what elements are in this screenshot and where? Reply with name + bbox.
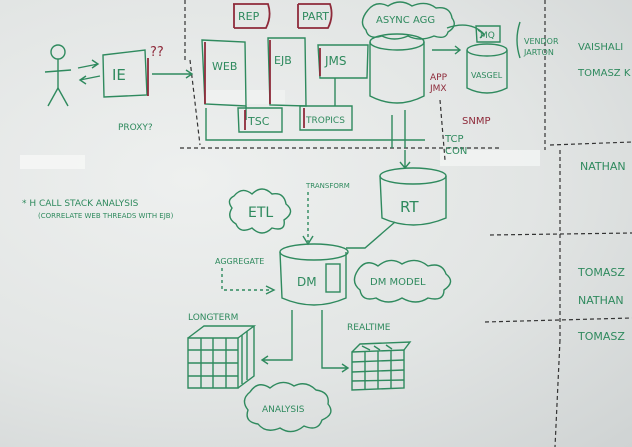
async-agg-label: ASYNC AGG bbox=[376, 15, 435, 26]
dm-model-label: DM MODEL bbox=[370, 277, 426, 288]
note-line-1: * H CALL STACK ANALYSIS bbox=[22, 199, 139, 209]
name-tomasz-2: TOMASZ bbox=[577, 330, 625, 343]
ie-box bbox=[102, 49, 148, 98]
name-nathan: NATHAN bbox=[580, 160, 626, 173]
dm-cylinder bbox=[279, 243, 349, 306]
name-vaishali: VAISHALI bbox=[578, 42, 623, 53]
tsc-label: TSC bbox=[247, 115, 270, 128]
mq-box bbox=[475, 25, 501, 43]
vasgel-label: VASGEL bbox=[471, 71, 503, 80]
realtime-grid bbox=[351, 341, 412, 391]
app-jmx-line-2: JMX bbox=[429, 84, 447, 94]
note-line-2: (CORRELATE WEB THREADS WITH EJB) bbox=[38, 212, 174, 220]
rt-cylinder bbox=[379, 167, 447, 226]
snmp-label: SNMP bbox=[462, 116, 491, 127]
app-jmx-line-1: APP bbox=[430, 73, 448, 83]
proxy-label: PROXY? bbox=[118, 123, 153, 133]
ejb-label: EJB bbox=[274, 54, 292, 67]
tsc-box bbox=[237, 107, 283, 133]
tropics-label: TROPICS bbox=[305, 116, 345, 126]
async-agg-cloud bbox=[361, 1, 455, 40]
rep-label: REP bbox=[238, 10, 260, 23]
vendor-label: VENDOR JARTON bbox=[523, 37, 561, 57]
user-stick-figure bbox=[44, 44, 72, 107]
mq-label: MQ bbox=[480, 31, 495, 41]
vasgel-cylinder bbox=[466, 43, 508, 94]
tcp-con-label: TCP CON bbox=[444, 134, 467, 157]
etl-label: ETL bbox=[248, 205, 273, 221]
name-nathan-2: NATHAN bbox=[578, 294, 624, 307]
analysis-cloud bbox=[243, 381, 332, 433]
name-tomasz-k: TOMASZ K bbox=[577, 68, 631, 79]
web-label: WEB bbox=[212, 60, 237, 73]
dm-label: DM bbox=[297, 275, 317, 289]
etl-cloud bbox=[228, 188, 292, 234]
question-label: ?? bbox=[150, 45, 164, 60]
ie-label: IE bbox=[112, 66, 126, 84]
part-label: PART bbox=[302, 10, 329, 23]
longterm-label: LONGTERM bbox=[188, 313, 238, 323]
rt-label: RT bbox=[400, 198, 419, 216]
name-tomasz-1: TOMASZ bbox=[577, 266, 625, 279]
async-agg-cylinder bbox=[369, 33, 425, 104]
dm-model-cloud bbox=[353, 259, 452, 303]
analysis-label: ANALYSIS bbox=[262, 405, 305, 415]
app-jmx-label: APP JMX bbox=[429, 73, 450, 94]
longterm-cube bbox=[187, 325, 257, 389]
transform-label: TRANSFORM bbox=[305, 182, 350, 190]
realtime-label: REALTIME bbox=[347, 323, 391, 333]
aggregate-label: AGGREGATE bbox=[215, 257, 264, 266]
jms-label: JMS bbox=[324, 54, 347, 68]
